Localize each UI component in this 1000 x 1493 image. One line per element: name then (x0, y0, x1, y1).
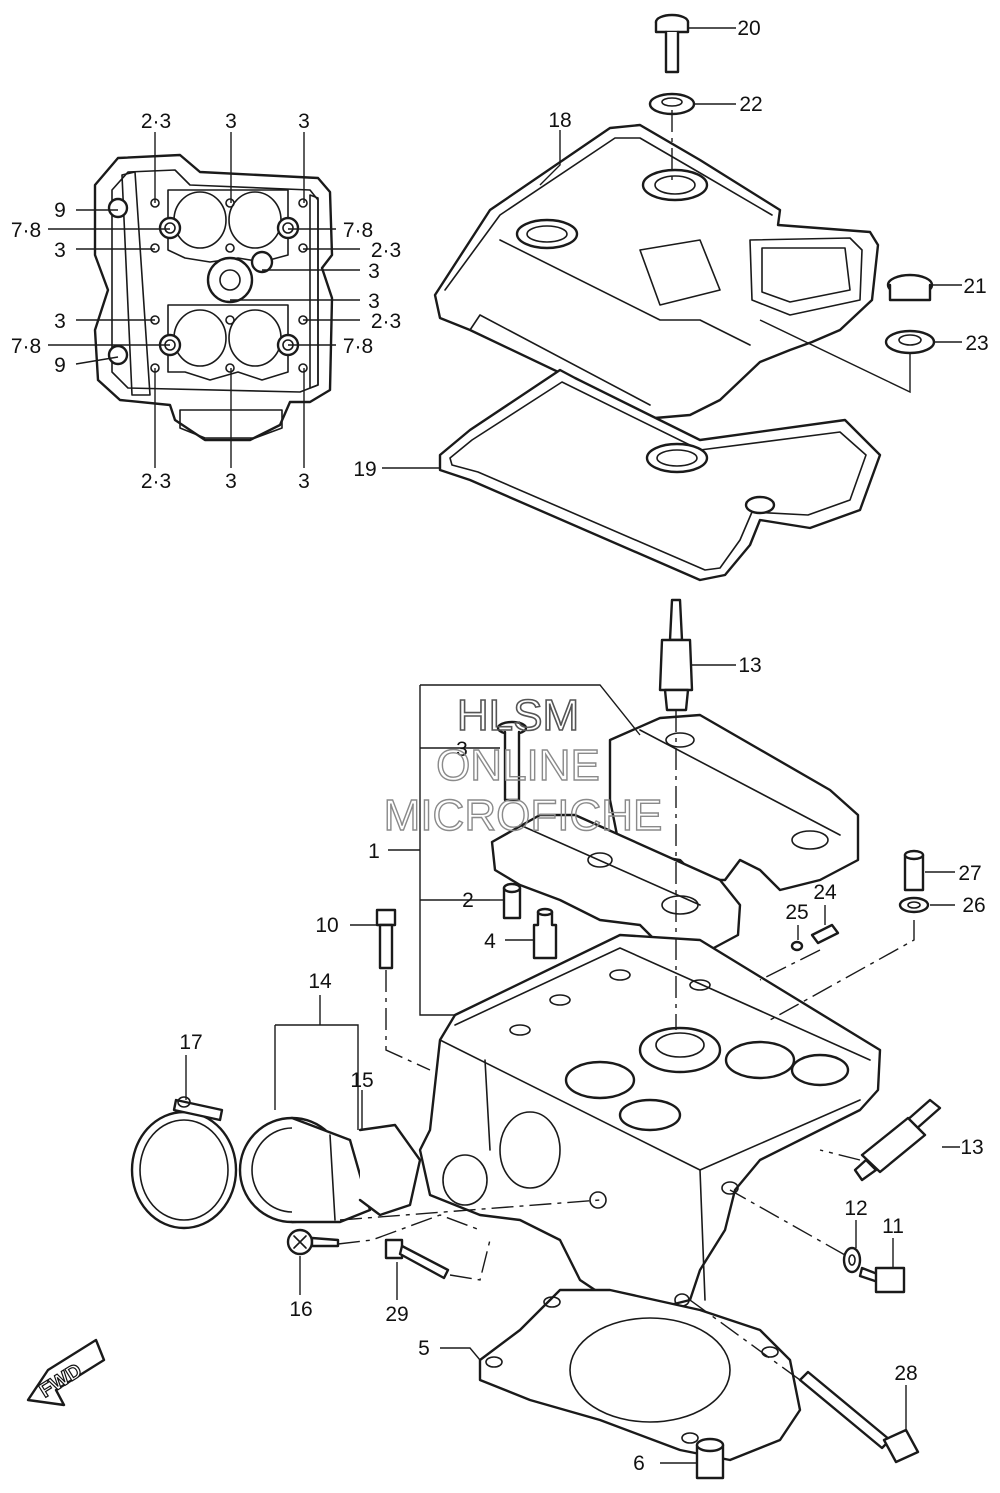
callout-29: 29 (385, 1303, 408, 1326)
cover-bolt-20 (654, 13, 690, 74)
callout-25: 25 (785, 901, 808, 924)
inset-label-left-7-8b: 7·8 (11, 335, 41, 358)
dowel-6 (695, 1437, 725, 1480)
spark-plug-upper (658, 598, 694, 712)
callout-4: 4 (484, 930, 496, 953)
forward-direction-badge: FWD (26, 1338, 106, 1407)
cylinder-head (418, 933, 882, 1312)
screw-16 (286, 1228, 340, 1256)
intake-gasket-15 (358, 1123, 422, 1217)
inset-label-right-2-3a: 2·3 (371, 239, 401, 262)
head-gasket (478, 1288, 802, 1462)
callout-17: 17 (179, 1031, 202, 1054)
inset-label-bottom-2-3: 2·3 (141, 470, 171, 493)
inset-label-right-7-8a: 7·8 (343, 219, 373, 242)
inset-label-top-2-3: 2·3 (141, 110, 171, 133)
callout-19: 19 (353, 458, 376, 481)
plug-24 (810, 923, 840, 945)
callout-21: 21 (963, 275, 986, 298)
o-ring-25 (790, 940, 804, 952)
callout-26: 26 (962, 894, 985, 917)
callout-28: 28 (894, 1362, 917, 1385)
callout-12: 12 (844, 1197, 867, 1220)
callout-23: 23 (965, 332, 988, 355)
callout-11: 11 (882, 1215, 904, 1238)
callout-3: 3 (456, 738, 468, 761)
inset-label-right-7-8b: 7·8 (343, 335, 373, 358)
callout-27: 27 (958, 862, 981, 885)
valve-lifter-4 (532, 907, 558, 960)
callout-6: 6 (633, 1452, 645, 1475)
callout-10: 10 (315, 914, 338, 937)
cylinder-head-cover (433, 123, 880, 420)
inset-label-bottom-3a: 3 (225, 470, 237, 493)
inset-label-right-2-3b: 2·3 (371, 310, 401, 333)
callout-24: 24 (813, 881, 837, 904)
intake-pipe-14 (238, 1116, 372, 1224)
inset-label-left-3b: 3 (54, 310, 66, 333)
bolt-29 (384, 1238, 450, 1280)
dowel-pin-2 (502, 882, 522, 920)
inset-label-top-3a: 3 (225, 110, 237, 133)
callout-5: 5 (418, 1337, 430, 1360)
inset-label-left-9a: 9 (54, 199, 66, 222)
cylinder-head-top-view-inset (48, 132, 360, 468)
watermark: HLSM ONLINE MICROFICHE (383, 690, 663, 841)
watermark-line-3: MICROFICHE (384, 791, 663, 840)
callout-20: 20 (737, 17, 760, 40)
clamp-17 (130, 1096, 238, 1230)
inset-label-left-3a: 3 (54, 239, 66, 262)
bolt-10 (375, 908, 397, 970)
bolt-28 (798, 1370, 920, 1464)
watermark-line-2: ONLINE (436, 741, 600, 790)
callout-2: 2 (462, 889, 474, 912)
grommet-23 (884, 329, 936, 355)
watermark-line-1: HLSM (457, 691, 579, 740)
callout-13-upper: 13 (738, 654, 761, 677)
callout-18: 18 (548, 109, 571, 132)
callout-13-lower: 13 (960, 1136, 983, 1159)
camshaft-housing (490, 713, 860, 952)
inset-label-right-3a: 3 (368, 260, 380, 283)
inset-label-top-3b: 3 (298, 110, 310, 133)
callout-22: 22 (739, 93, 762, 116)
bolt-11 (858, 1266, 906, 1294)
washer-26 (898, 896, 930, 914)
callout-1: 1 (368, 840, 380, 863)
inset-label-left-9b: 9 (54, 354, 66, 377)
callout-15: 15 (350, 1069, 373, 1092)
cover-bolt-21 (886, 273, 934, 302)
cover-gasket (438, 368, 882, 582)
inset-callout-labels: 2·3 3 3 9 7·8 3 3 7·8 9 7·8 2·3 3 3 2·3 … (11, 110, 401, 493)
spark-plug-lower (853, 1098, 942, 1182)
callout-14: 14 (308, 970, 332, 993)
inset-label-left-7-8a: 7·8 (11, 219, 41, 242)
dowel-27 (903, 849, 925, 892)
leader-lines (185, 27, 962, 1464)
callout-16: 16 (289, 1298, 312, 1321)
inset-label-bottom-3b: 3 (298, 470, 310, 493)
housing-bolt-3 (496, 720, 528, 802)
callout-labels: 20 22 18 21 23 19 13 3 1 2 4 10 24 25 27… (179, 17, 988, 1475)
washer-12 (842, 1246, 862, 1274)
inset-label-right-3b: 3 (368, 290, 380, 313)
